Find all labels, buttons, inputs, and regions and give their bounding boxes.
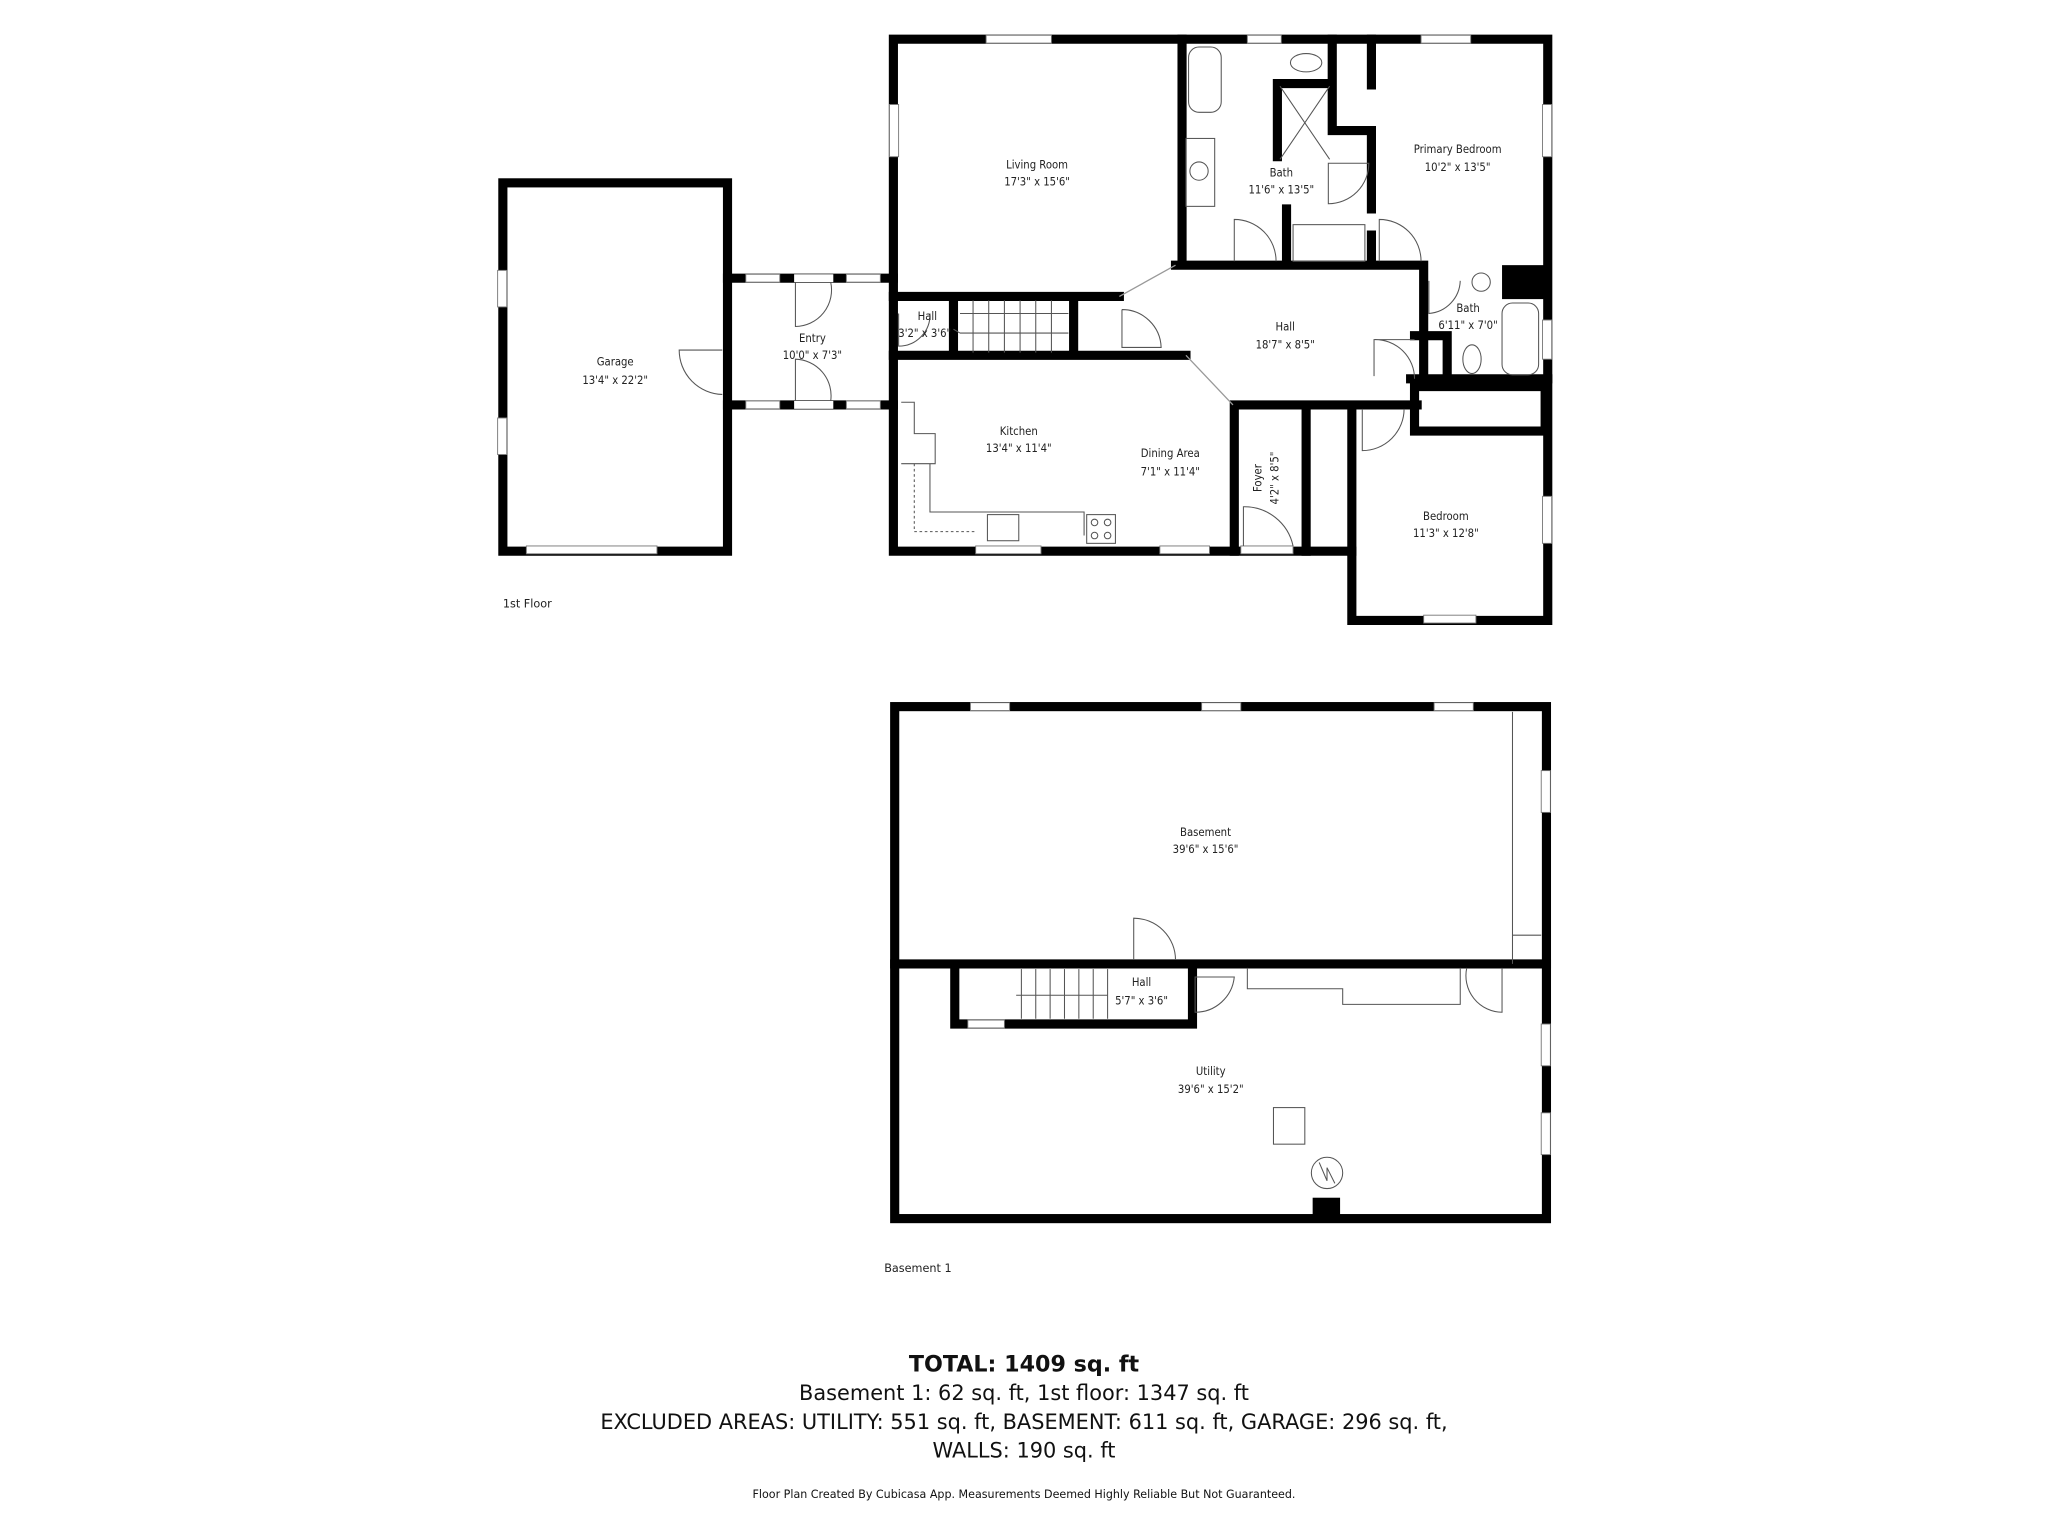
window	[1542, 104, 1553, 158]
washer-dryer	[1292, 224, 1366, 262]
room-name: Hall	[1132, 976, 1151, 989]
shower	[1279, 85, 1331, 160]
room-name: Hall	[918, 310, 937, 323]
area-summary: TOTAL: 1409 sq. ft Basement 1: 62 sq. ft…	[600, 1351, 1447, 1501]
walls-area: WALLS: 190 sq. ft	[932, 1439, 1115, 1463]
room-name: Entry	[799, 332, 826, 345]
floor-label: Basement 1	[884, 1262, 951, 1275]
room-size: 18'7" x 8'5"	[1256, 339, 1315, 352]
room-size: 10'2" x 13'5"	[1425, 161, 1491, 174]
window	[497, 417, 508, 455]
window	[1246, 34, 1282, 44]
door	[1194, 976, 1235, 1013]
room-size: 5'7" x 3'6"	[1115, 994, 1168, 1007]
window	[845, 400, 881, 410]
window	[1423, 614, 1477, 624]
door	[1121, 309, 1162, 348]
window	[1540, 770, 1551, 813]
floor-areas: Basement 1: 62 sq. ft, 1st floor: 1347 s…	[799, 1381, 1249, 1405]
window	[745, 273, 781, 283]
door	[1361, 408, 1405, 452]
staircase	[1016, 969, 1109, 1019]
window	[845, 273, 881, 283]
room-size: 11'6" x 13'5"	[1248, 183, 1314, 196]
kitchen-counter	[901, 401, 1085, 536]
room-name: Hall	[1276, 320, 1295, 333]
window	[1540, 1023, 1551, 1067]
window	[969, 702, 1011, 711]
door	[1373, 339, 1416, 379]
room-name: Bedroom	[1423, 510, 1469, 523]
window	[1542, 495, 1553, 544]
basement-floor-plan: Basement 39'6" x 15'6" Hall 5'7" x 3'6" …	[884, 702, 1552, 1275]
room-size: 3'2" x 3'6"	[898, 327, 951, 340]
window	[985, 34, 1052, 44]
room-name: Garage	[597, 356, 634, 369]
room-name: Kitchen	[1000, 425, 1038, 438]
room-size: 10'0" x 7'3"	[783, 349, 842, 362]
kitchen-sink	[986, 514, 1020, 542]
door	[1465, 967, 1503, 1013]
room-name: Foyer	[1252, 463, 1265, 492]
room-name: Living Room	[1006, 158, 1068, 171]
staircase	[953, 300, 1069, 353]
garage-door	[525, 545, 658, 555]
window	[497, 269, 508, 308]
door	[1378, 218, 1422, 262]
room-size: 39'6" x 15'6"	[1173, 843, 1239, 856]
floor-drain	[1272, 1107, 1306, 1145]
room-name: Primary Bedroom	[1414, 143, 1502, 156]
vanity	[1185, 137, 1216, 207]
toilet	[1289, 53, 1323, 73]
window	[967, 1019, 1005, 1029]
floor-label: 1st Floor	[503, 597, 552, 610]
water-heater-icon	[1310, 1156, 1344, 1190]
room-name: Dining Area	[1141, 447, 1200, 460]
door	[1242, 506, 1294, 547]
door	[898, 313, 931, 347]
room-name: Basement	[1180, 826, 1231, 839]
excluded-areas: EXCLUDED AREAS: UTILITY: 551 sq. ft, BAS…	[600, 1410, 1447, 1434]
window	[1240, 545, 1294, 555]
room-size: 11'3" x 12'8"	[1413, 527, 1479, 540]
room-name: Bath	[1270, 166, 1293, 179]
total-area: TOTAL: 1409 sq. ft	[909, 1351, 1140, 1377]
sink	[1189, 161, 1209, 181]
bathtub	[1188, 46, 1222, 113]
sink	[1471, 272, 1491, 292]
room-size: 39'6" x 15'2"	[1178, 1083, 1244, 1096]
door	[1133, 917, 1177, 961]
window	[975, 545, 1042, 555]
disclaimer: Floor Plan Created By Cubicasa App. Meas…	[753, 1488, 1296, 1501]
room-size: 6'11" x 7'0"	[1438, 319, 1497, 332]
first-floor-plan: Living Room 17'3" x 15'6" Bath 11'6" x 1…	[497, 34, 1553, 625]
door	[1327, 162, 1370, 205]
room-name: Utility	[1196, 1065, 1226, 1078]
room-size: 17'3" x 15'6"	[1004, 175, 1070, 188]
window	[1433, 702, 1474, 711]
window	[1201, 702, 1242, 711]
room-size: 4'2" x 8'5"	[1269, 452, 1282, 505]
chimney	[1312, 1197, 1341, 1219]
door	[678, 349, 723, 395]
bathtub	[1501, 302, 1540, 376]
window	[1159, 545, 1210, 555]
window	[1540, 1112, 1551, 1156]
door	[1428, 280, 1461, 315]
stove	[1086, 514, 1116, 544]
room-size: 13'4" x 22'2"	[582, 374, 648, 387]
toilet	[1462, 344, 1482, 375]
room-size: 13'4" x 11'4"	[986, 442, 1052, 455]
door	[794, 282, 833, 328]
window	[889, 104, 900, 158]
door	[794, 358, 832, 402]
window	[1542, 319, 1553, 360]
window	[1420, 34, 1472, 44]
window	[745, 400, 781, 410]
door	[1233, 218, 1277, 262]
room-name: Bath	[1456, 302, 1479, 315]
room-size: 7'1" x 11'4"	[1141, 465, 1200, 478]
